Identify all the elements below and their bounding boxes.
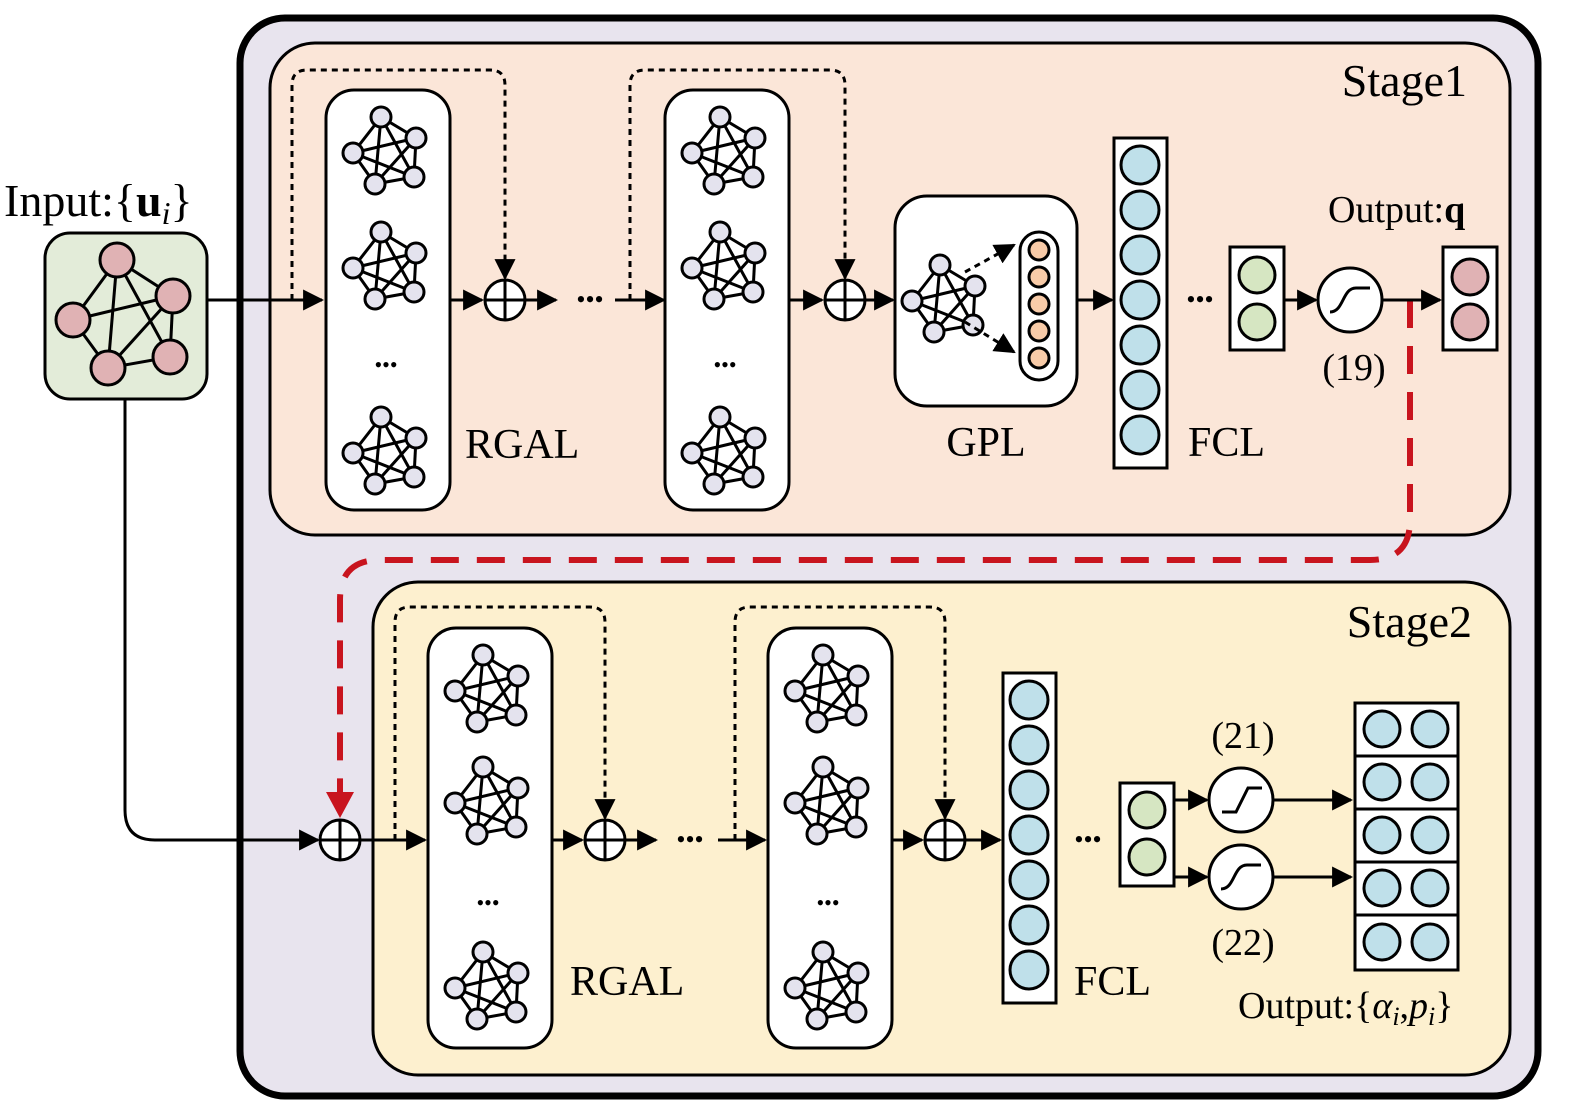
sum-icon [483, 278, 527, 322]
stage1-output-label: Output:q [1328, 189, 1465, 231]
stage2-fcl-label: FCL [1074, 959, 1151, 1005]
grid-cell [1362, 762, 1402, 802]
stage2-rgal-block-2 [766, 626, 894, 1050]
out-neuron [1237, 255, 1277, 295]
out-neuron [1127, 790, 1167, 830]
graph-icon [680, 220, 767, 311]
pooled-unit [1027, 346, 1051, 370]
graph-icon [443, 643, 530, 734]
fcl-neuron [1119, 414, 1161, 456]
skip-connection [393, 605, 616, 840]
graph-icon [900, 253, 987, 344]
stage1-panel [268, 41, 1512, 537]
ellipsis: ••• [576, 285, 603, 314]
fcl-neuron [1119, 279, 1161, 321]
stage-link-arrowhead [326, 792, 354, 818]
pooled-unit [1027, 319, 1051, 343]
sum-icon [923, 818, 967, 862]
stage2-eq-bottom: (22) [1211, 922, 1274, 964]
ellipsis: ••• [676, 825, 703, 854]
gpl-label: GPL [946, 420, 1025, 466]
fcl-neuron [1008, 724, 1050, 766]
ellipsis: ••• [1186, 285, 1213, 314]
sigmoid-icon [1207, 843, 1275, 911]
graph-icon [443, 940, 530, 1031]
grid-cell [1362, 709, 1402, 749]
output-neuron [1450, 257, 1490, 297]
fcl-neuron [1008, 949, 1050, 991]
grid-cell [1362, 815, 1402, 855]
graph-icon [341, 220, 428, 311]
grid-cell [1410, 709, 1450, 749]
graph-icon [443, 755, 530, 846]
graph-icon [783, 940, 870, 1031]
skip-connection [733, 605, 956, 840]
pooled-unit [1027, 292, 1051, 316]
ellipsis: ••• [816, 890, 839, 915]
grid-cell [1410, 922, 1450, 962]
sigmoid-icon [1316, 266, 1384, 334]
ellipsis: ••• [713, 352, 736, 377]
stage2-eq-top: (21) [1211, 715, 1274, 757]
sum-icon [318, 818, 362, 862]
grid-cell [1410, 815, 1450, 855]
sum-icon [823, 278, 867, 322]
fcl-neuron [1008, 769, 1050, 811]
fcl-neuron [1119, 144, 1161, 186]
ellipsis: ••• [1074, 825, 1101, 854]
fcl-neuron [1008, 859, 1050, 901]
grid-cell [1410, 868, 1450, 908]
stage2-output-label: Output:{αi,pi} [1238, 985, 1454, 1031]
fcl-neuron [1119, 189, 1161, 231]
ellipsis: ••• [374, 352, 397, 377]
grid-cell [1410, 762, 1450, 802]
grid-cell [1362, 922, 1402, 962]
grid-cell [1362, 868, 1402, 908]
pooling-arrow [964, 320, 1016, 354]
graph-icon [341, 405, 428, 496]
graph-icon [680, 105, 767, 196]
graph-icon [341, 105, 428, 196]
out-neuron [1127, 837, 1167, 877]
fcl-neuron [1119, 324, 1161, 366]
pooled-unit [1027, 238, 1051, 262]
input-label: Input:{ui} [4, 175, 193, 231]
stage1-fcl-label: FCL [1188, 420, 1265, 466]
stage1-title: Stage1 [1342, 55, 1467, 106]
graph-icon [783, 643, 870, 734]
sum-icon [583, 818, 627, 862]
stage-link-dashed [337, 300, 1413, 812]
graph-icon [783, 755, 870, 846]
skip-connection [290, 68, 516, 300]
ramp-icon [1207, 766, 1275, 834]
stage2-rgal-block-1 [426, 626, 554, 1050]
fcl-neuron [1008, 679, 1050, 721]
fcl-neuron [1008, 904, 1050, 946]
fcl-neuron [1119, 369, 1161, 411]
stage1-rgal-label: RGAL [465, 422, 579, 468]
stage2-rgal-label: RGAL [570, 959, 684, 1005]
pooled-unit [1027, 265, 1051, 289]
input-to-stage2-arrow [123, 399, 321, 851]
pooling-arrow [964, 243, 1016, 274]
skip-connection [628, 68, 856, 300]
output-neuron [1450, 302, 1490, 342]
ellipsis: ••• [476, 890, 499, 915]
fcl-neuron [1119, 234, 1161, 276]
graph-icon [680, 405, 767, 496]
out-neuron [1237, 302, 1277, 342]
stage2-title: Stage2 [1347, 596, 1472, 647]
fcl-neuron [1008, 814, 1050, 856]
stage1-eq-label: (19) [1322, 347, 1385, 389]
input-graph-icon [54, 241, 192, 387]
